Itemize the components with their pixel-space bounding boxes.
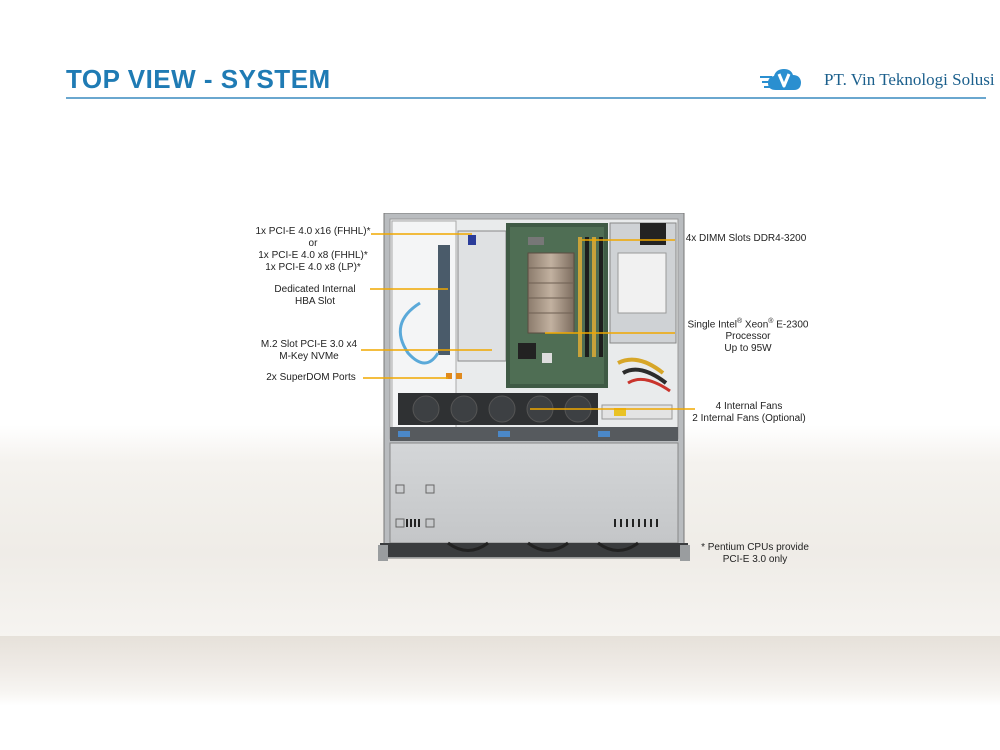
footnote-line1: * Pentium CPUs provide — [690, 542, 820, 554]
callout-superdom-line1: 2x SuperDOM Ports — [256, 372, 366, 384]
footnote-line2: PCI-E 3.0 only — [690, 554, 820, 566]
callout-dimm-line1: 4x DIMM Slots DDR4-3200 — [676, 233, 816, 245]
callout-hba-line2: HBA Slot — [262, 296, 368, 308]
callout-cpu-line2: Processor — [676, 331, 820, 343]
callout-cpu-line1: Single Intel® Xeon® E-2300 — [676, 316, 820, 331]
callout-dimm-slots: 4x DIMM Slots DDR4-3200 — [676, 233, 816, 245]
callout-fans-line1: 4 Internal Fans — [684, 401, 814, 413]
callout-fans-line2: 2 Internal Fans (Optional) — [684, 413, 814, 425]
callout-superdom-ports: 2x SuperDOM Ports — [256, 372, 366, 384]
callout-internal-fans: 4 Internal Fans 2 Internal Fans (Optiona… — [684, 401, 814, 425]
footnote-pentium: * Pentium CPUs provide PCI-E 3.0 only — [690, 542, 820, 566]
callout-m2-line2: M-Key NVMe — [246, 351, 372, 363]
callout-pcie-line4: 1x PCI-E 4.0 x8 (LP)* — [238, 262, 388, 274]
callout-pcie-line2: or — [238, 238, 388, 250]
callout-cpu: Single Intel® Xeon® E-2300 Processor Up … — [676, 316, 820, 355]
callout-hba-slot: Dedicated Internal HBA Slot — [262, 284, 368, 308]
callout-m2-slot: M.2 Slot PCI-E 3.0 x4 M-Key NVMe — [246, 339, 372, 363]
callout-m2-line1: M.2 Slot PCI-E 3.0 x4 — [246, 339, 372, 351]
callout-pcie-line3: 1x PCI-E 4.0 x8 (FHHL)* — [238, 250, 388, 262]
callout-cpu-line3: Up to 95W — [676, 343, 820, 355]
callout-pcie-slots: 1x PCI-E 4.0 x16 (FHHL)* or 1x PCI-E 4.0… — [238, 226, 388, 274]
callout-hba-line1: Dedicated Internal — [262, 284, 368, 296]
callout-pcie-line1: 1x PCI-E 4.0 x16 (FHHL)* — [238, 226, 388, 238]
